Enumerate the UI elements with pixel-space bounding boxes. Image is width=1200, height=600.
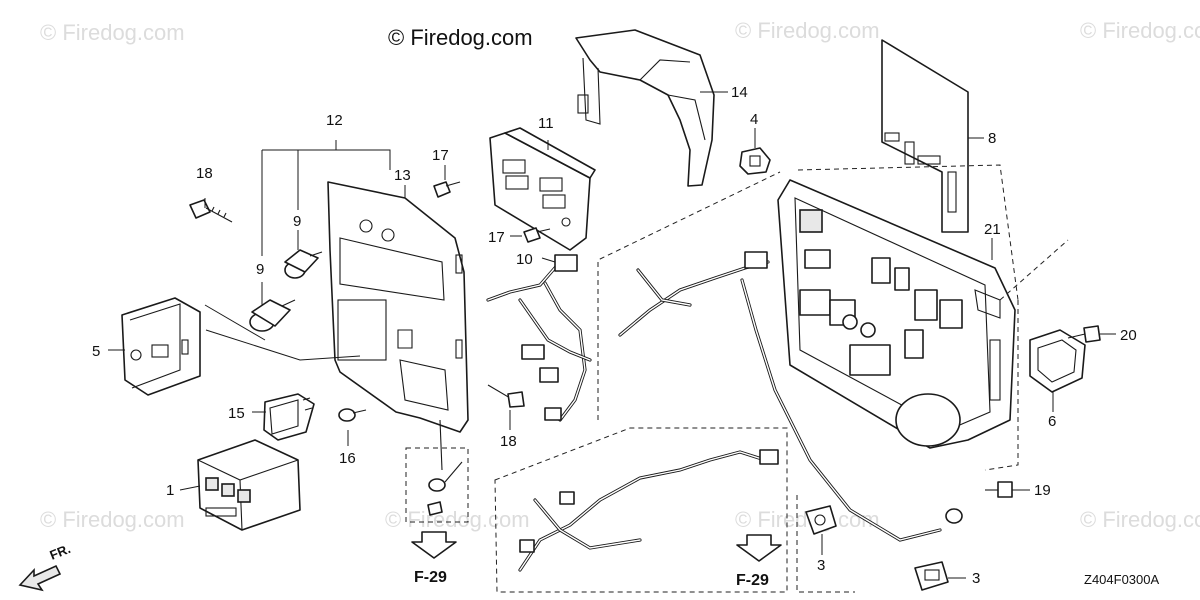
part-13-panel-plate — [327, 181, 469, 433]
callout-11: 11 — [538, 115, 554, 132]
part-5-outlet — [121, 297, 201, 396]
main-harness-lower — [518, 449, 779, 572]
callout-15: 15 — [228, 405, 245, 422]
watermark-bottom-right: © Firedog.com — [1080, 507, 1200, 532]
leader-lines — [108, 91, 1116, 579]
main-harness-upper — [618, 251, 963, 542]
watermark-bottom-mid: © Firedog.com — [385, 507, 530, 532]
callout-18-lower: 18 — [500, 433, 517, 450]
part-1-breaker — [197, 439, 301, 531]
ref-arrow-left — [411, 531, 457, 559]
watermark-top-left: © Firedog.com — [40, 20, 185, 45]
dashed-outlines — [405, 164, 1069, 593]
watermarks: © Firedog.com © Firedog.com © Firedog.co… — [40, 18, 1200, 532]
callout-9-lower: 9 — [256, 261, 264, 278]
callout-18-upper: 18 — [196, 165, 213, 182]
callout-4: 4 — [750, 111, 758, 128]
part-20-screw — [1067, 325, 1101, 343]
callout-12: 12 — [326, 112, 343, 129]
ref-arrow-right — [736, 534, 782, 562]
ground-lead — [427, 419, 463, 516]
callout-16: 16 — [339, 450, 356, 467]
part-18-screw-upper — [189, 199, 233, 223]
part-9-terminal-lower — [249, 299, 296, 332]
callout-17-upper: 17 — [432, 147, 449, 164]
part-3-grommet-upper — [805, 505, 837, 535]
callout-1: 1 — [166, 482, 174, 499]
callout-9-upper: 9 — [293, 213, 301, 230]
part-10-harness — [486, 254, 592, 422]
callout-3-lower: 3 — [972, 570, 980, 587]
part-11-receptacle — [489, 127, 596, 251]
callout-13: 13 — [394, 167, 411, 184]
diagram-code: Z404F0300A — [1084, 572, 1159, 587]
callout-10: 10 — [516, 251, 533, 268]
part-3-grommet-lower — [914, 561, 949, 591]
watermark-top-right: © Firedog.com — [1080, 18, 1200, 43]
direction-label: FR. — [48, 541, 73, 563]
callouts: 1 3 3 4 5 6 8 9 9 10 11 12 13 14 15 16 1… — [92, 84, 1137, 587]
watermark-main: © Firedog.com — [388, 25, 533, 50]
callout-21: 21 — [984, 221, 1001, 238]
part-4-grommet — [739, 147, 771, 175]
callout-6: 6 — [1048, 413, 1056, 430]
part-6-switch — [1029, 329, 1086, 393]
watermark-bottom-mid-right: © Firedog.com — [735, 507, 880, 532]
part-21-inverter — [777, 179, 1016, 449]
part-17-screw-upper — [433, 181, 461, 198]
part-18-screw-middle — [487, 384, 525, 408]
part-9-terminal-upper — [284, 249, 323, 279]
watermark-bottom-left: © Firedog.com — [40, 507, 185, 532]
callout-5: 5 — [92, 343, 100, 360]
callout-14: 14 — [731, 84, 748, 101]
part-8-sheet — [881, 39, 969, 233]
callout-17-lower: 17 — [488, 229, 505, 246]
callout-19: 19 — [1034, 482, 1051, 499]
part-15-switch — [263, 393, 315, 441]
ref-label-left: F-29 — [414, 569, 447, 586]
ref-label-right: F-29 — [736, 572, 769, 589]
part-19-screw — [985, 481, 1013, 498]
part-14-shroud — [575, 29, 715, 187]
watermark-top-mid: © Firedog.com — [735, 18, 880, 43]
callout-8: 8 — [988, 130, 996, 147]
part-17-screw-lower — [523, 227, 551, 243]
callout-3-upper: 3 — [817, 557, 825, 574]
fr-direction-arrow — [18, 564, 62, 592]
callout-20: 20 — [1120, 327, 1137, 344]
part-16-screw — [338, 408, 367, 422]
